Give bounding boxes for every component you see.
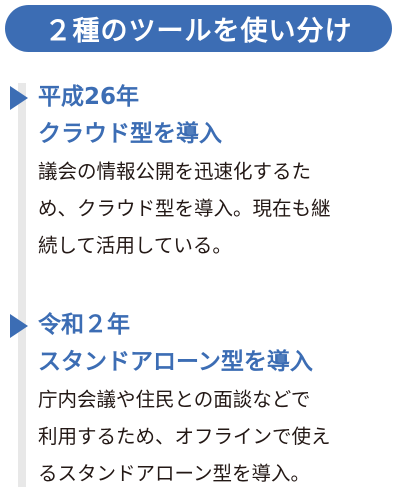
header-banner: ２種のツールを使い分け — [5, 5, 392, 52]
timeline-line — [18, 83, 26, 487]
entry-description-line: め、クラウド型を導入。現在も継 — [38, 197, 331, 220]
entry-description-line: 議会の情報公開を迅速化するた — [38, 160, 312, 183]
entry-description-line: 続して活用している。 — [38, 234, 232, 257]
entry-year: 令和２年 — [38, 312, 130, 338]
entry-heading: スタンドアローン型を導入 — [38, 349, 313, 375]
entry-heading: クラウド型を導入 — [38, 121, 222, 147]
entry-year: 平成26年 — [38, 84, 140, 110]
entry-description-line: 利用するため、オフラインで使え — [38, 425, 331, 448]
triangle-marker-icon — [10, 314, 28, 338]
header-title: ２種のツールを使い分け — [44, 16, 353, 47]
entry-description-line: るスタンドアローン型を導入。 — [38, 462, 311, 485]
triangle-marker-icon — [10, 86, 28, 110]
entry-description-line: 庁内会議や住民との面談などで — [38, 388, 311, 411]
